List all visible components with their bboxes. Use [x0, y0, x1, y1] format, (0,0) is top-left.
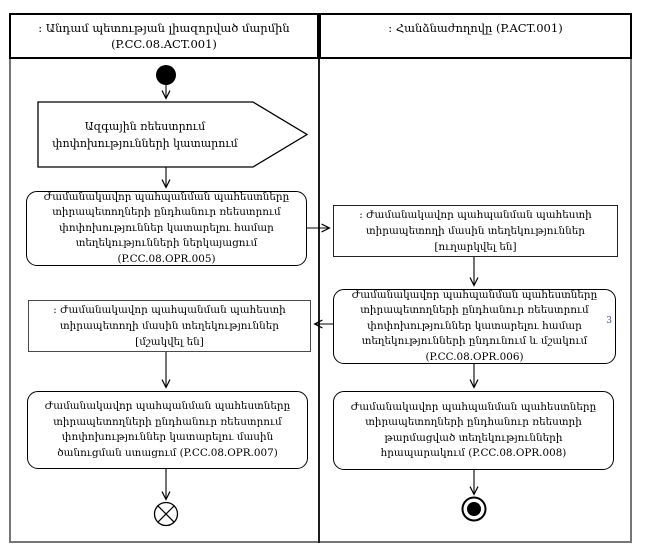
swimlane-title-line: (P.CC.08.ACT.001) — [111, 37, 217, 51]
send-signal-text: Ազգային ռեեստրում փոփոխությունների կատար… — [52, 119, 238, 150]
object-node-text: : Ժամանակավոր պահպանման պահեստի տիրապետո… — [53, 304, 286, 348]
action-node-opr006: Ժամանակավոր պահպանման պահեստները տիրապետ… — [333, 289, 616, 364]
swimlane-header-commission: : Հանձնաժողովը (P.ACT.001) — [319, 13, 632, 59]
action-text: Ժամանակավոր պահպանման պահեստները տիրապետ… — [44, 400, 291, 459]
footnote-marker: 3 — [606, 316, 612, 326]
send-signal-label: Ազգային ռեեստրում փոփոխությունների կատար… — [44, 104, 246, 165]
swimlane-divider — [318, 13, 320, 543]
action-node-opr007: Ժամանակավոր պահպանման պահեստները տիրապետ… — [27, 391, 308, 469]
action-text: Ժամանակավոր պահպանման պահեստները տիրապետ… — [43, 190, 290, 265]
object-node-info-processed: : Ժամանակավոր պահպանման պահեստի տիրապետո… — [28, 300, 311, 352]
object-node-info-sent: : Ժամանակավոր պահպանման պահեստի տիրապետո… — [333, 205, 618, 257]
action-text: Ժամանակավոր պահպանման պահեստները տիրապետ… — [350, 400, 597, 460]
swimlane-title-line: : Հանձնաժողովը (P.ACT.001) — [388, 21, 563, 35]
action-node-opr008: Ժամանակավոր պահպանման պահեստները տիրապետ… — [333, 391, 614, 470]
swimlane-header-member-state-authority: : Անդամ պետության լիազորված մարմին (P.CC… — [9, 13, 319, 59]
action-text: Ժամանակավոր պահպանման պահեստները տիրապետ… — [351, 288, 598, 363]
action-node-opr005: Ժամանակավոր պահպանման պահեստները տիրապետ… — [26, 191, 307, 266]
swimlane-title-line: : Անդամ պետության լիազորված մարմին — [38, 21, 290, 35]
object-node-text: : Ժամանակավոր պահպանման պահեստի տիրապետո… — [359, 209, 592, 253]
